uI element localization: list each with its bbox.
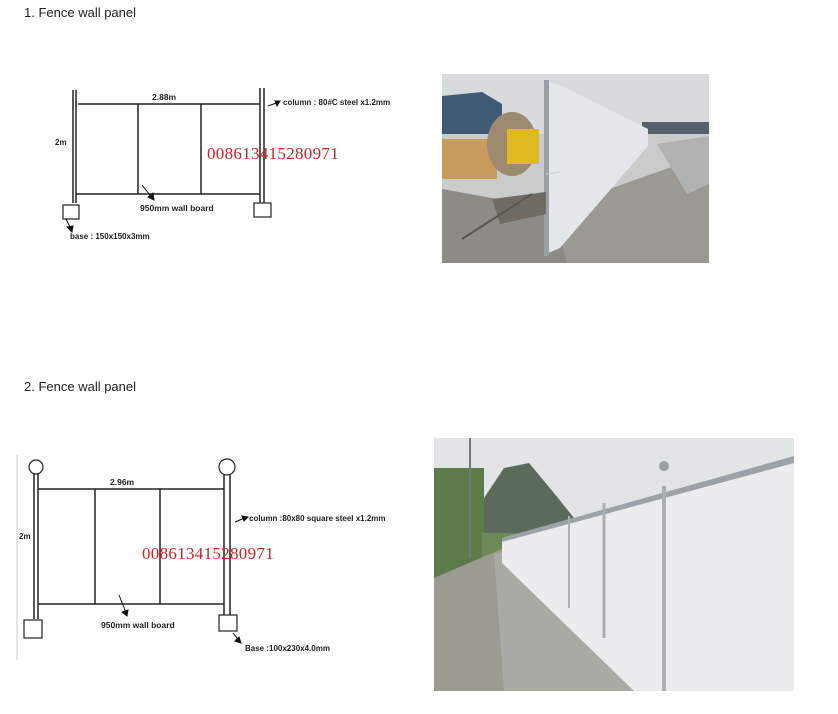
section-1-heading: 1. Fence wall panel — [24, 5, 137, 20]
contact-watermark: 008613415280971 — [142, 544, 274, 563]
contact-watermark: 008613415280971 — [207, 144, 339, 163]
fence-photo-1 — [442, 74, 709, 263]
width-label: 2.96m — [110, 477, 135, 487]
fence-photo-construction-site-image — [442, 74, 709, 263]
base-label: base : 150x150x3mm — [70, 232, 150, 241]
column-label: column : 80#C steel x1.2mm — [283, 98, 390, 107]
fence-diagram-2: 2.96m 2m column :80x80 square steel x1.2… — [16, 455, 386, 660]
height-label: 2m — [19, 532, 31, 541]
board-label: 950mm wall board — [101, 620, 175, 630]
base-label: Base :100x230x4.0mm — [245, 644, 330, 653]
fence-photo-roadside-image — [434, 438, 794, 691]
fence-diagram-1: 2.88m 2m column : 80#C steel x1.2mm 950m… — [55, 88, 390, 241]
column-label: column :80x80 square steel x1.2mm — [249, 514, 386, 523]
fence-photo-2 — [434, 438, 794, 691]
section-2-heading: 2. Fence wall panel — [24, 379, 137, 394]
width-label: 2.88m — [152, 92, 177, 102]
height-label: 2m — [55, 138, 67, 147]
board-label: 950mm wall board — [140, 203, 214, 213]
